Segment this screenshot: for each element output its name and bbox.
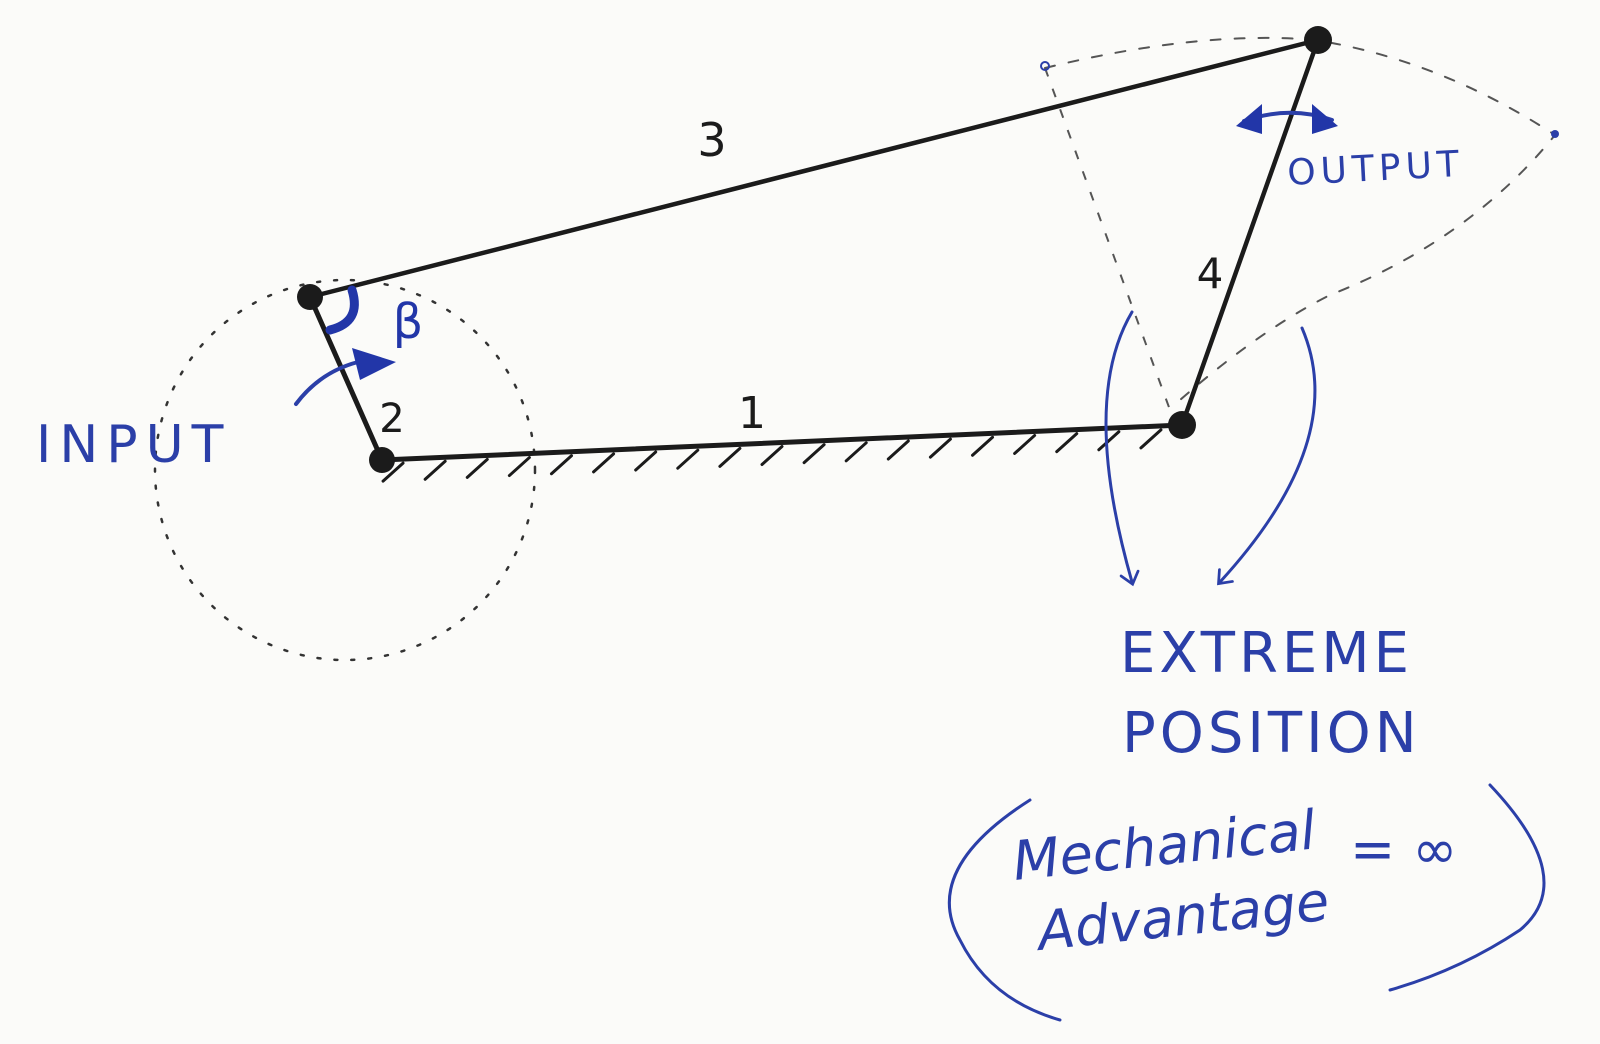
output-arrowhead-left bbox=[1236, 104, 1262, 134]
hatch-mark bbox=[592, 452, 616, 474]
hatch-mark bbox=[1139, 428, 1163, 450]
hatch-mark bbox=[423, 459, 447, 481]
hatch-mark bbox=[760, 445, 784, 466]
output-label: OUTPUT bbox=[1286, 144, 1465, 194]
input-label: INPUT bbox=[36, 415, 231, 475]
ground-hatching bbox=[381, 428, 1163, 483]
input-rotation-arrow bbox=[294, 360, 360, 406]
hatch-mark bbox=[886, 439, 910, 461]
input-crank-path-circle bbox=[153, 278, 537, 662]
hatch-mark bbox=[507, 456, 531, 478]
extreme-label-line1: EXTREME bbox=[1120, 621, 1413, 686]
link-1-ground bbox=[379, 422, 1185, 463]
extreme-pointer-arrow-left bbox=[1104, 310, 1140, 587]
hatch-mark bbox=[718, 446, 742, 468]
beta-angle-arc bbox=[325, 285, 359, 335]
link-label-2: 2 bbox=[379, 396, 404, 442]
link-label-4: 4 bbox=[1197, 249, 1224, 298]
hatch-mark bbox=[1055, 432, 1079, 454]
extreme-pointer-arrow-right bbox=[1217, 326, 1317, 586]
extreme-position-right-marker bbox=[1551, 130, 1559, 138]
input-rotation-arrowhead bbox=[352, 348, 396, 380]
link-label-3: 3 bbox=[697, 113, 726, 167]
link-2-input-crank bbox=[307, 294, 385, 463]
hatch-mark bbox=[676, 448, 700, 470]
link-label-1: 1 bbox=[738, 388, 766, 439]
joint-rocker-ground bbox=[1168, 411, 1196, 439]
hatch-mark bbox=[1097, 430, 1121, 452]
hatch-mark bbox=[844, 441, 868, 463]
output-arrowhead-right bbox=[1312, 104, 1338, 134]
hatch-mark bbox=[1013, 433, 1037, 455]
ma-right-parenthesis bbox=[1388, 783, 1546, 992]
ma-label-value: = ∞ bbox=[1350, 818, 1457, 881]
extreme-label-line2: POSITION bbox=[1122, 701, 1421, 766]
extreme-position-left-dashed-link bbox=[1044, 67, 1171, 411]
hatch-mark bbox=[634, 450, 658, 472]
hatch-mark bbox=[465, 457, 489, 479]
hatch-mark bbox=[971, 435, 995, 457]
beta-label: β bbox=[393, 294, 424, 350]
extreme-position-left-marker bbox=[1040, 61, 1050, 71]
ma-left-parenthesis bbox=[947, 798, 1062, 1022]
joint-crank-ground bbox=[369, 447, 395, 473]
joint-rocker-coupler bbox=[1304, 26, 1332, 54]
link-4-output-rocker bbox=[1179, 37, 1321, 428]
hatch-mark bbox=[549, 454, 573, 476]
link-3-coupler bbox=[307, 37, 1321, 300]
output-swing-arc bbox=[1044, 36, 1557, 401]
hatch-mark bbox=[802, 443, 826, 465]
hatch-mark bbox=[381, 461, 405, 483]
joint-crank-coupler bbox=[297, 284, 323, 310]
hatch-mark bbox=[928, 437, 952, 459]
